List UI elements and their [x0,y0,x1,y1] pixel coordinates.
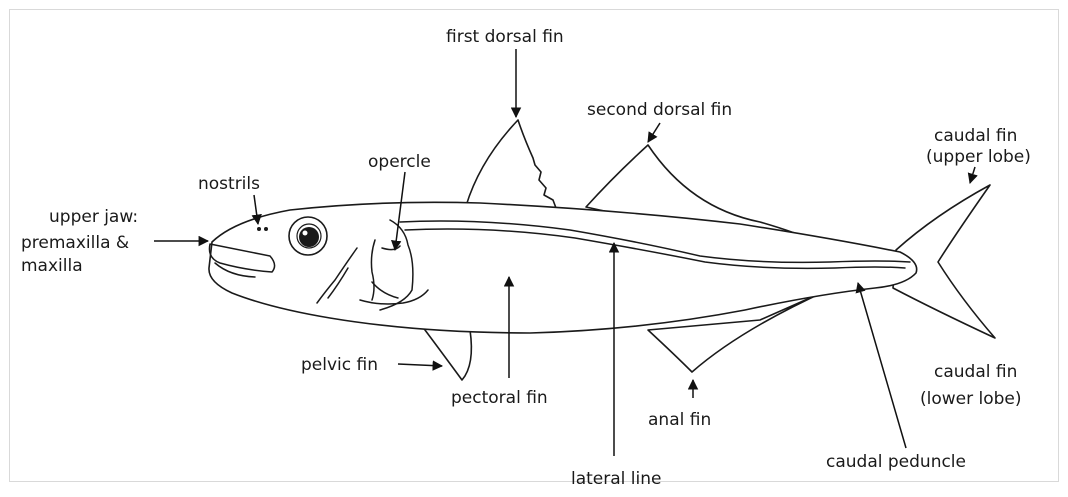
eye-pupil [299,227,319,247]
label-caudal-fin-upper: caudal fin [934,126,1017,146]
label-caudal-fin-lower-lobe: (lower lobe) [920,389,1022,409]
label-caudal-fin-lower: caudal fin [934,362,1017,382]
arrow-pelvic [398,364,442,366]
arrow-second-dorsal [648,123,660,142]
arrow-caudal-peduncle [858,283,906,448]
label-lateral-line: lateral line [571,469,661,489]
label-pelvic-fin: pelvic fin [301,355,378,375]
pelvic-fin [422,326,471,380]
nostril-dot-2 [264,227,268,231]
label-caudal-peduncle: caudal peduncle [826,452,966,472]
label-second-dorsal-fin: second dorsal fin [587,100,732,120]
first-dorsal-fin [466,120,556,208]
label-anal-fin: anal fin [648,410,711,430]
label-upper-jaw: upper jaw: [49,207,138,227]
arrow-caudal-upper [970,167,975,183]
label-premaxilla: premaxilla & [21,233,129,253]
eye-highlight [303,231,308,236]
label-maxilla: maxilla [21,256,83,276]
label-nostrils: nostrils [198,174,260,194]
label-pectoral-fin: pectoral fin [451,388,548,408]
label-caudal-fin-upper-lobe: (upper lobe) [926,147,1031,167]
label-first-dorsal-fin: first dorsal fin [446,27,564,47]
nostril-dot-1 [257,227,261,231]
label-opercle: opercle [368,152,431,172]
